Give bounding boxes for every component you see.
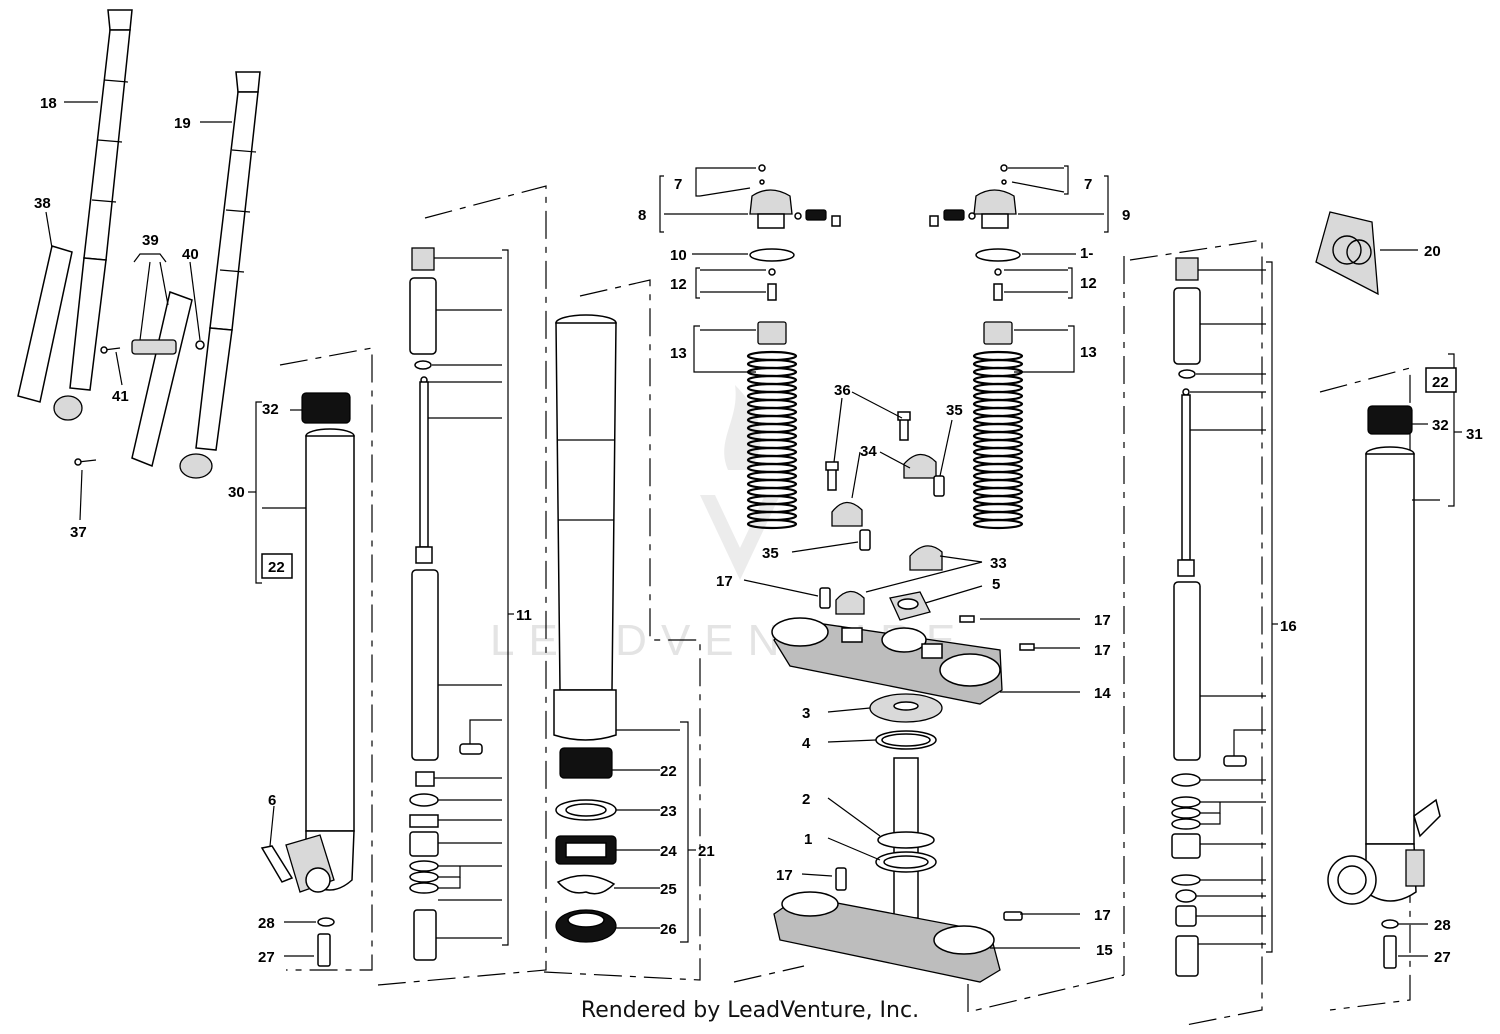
callout-19: 19 (174, 115, 191, 132)
callout-20: 20 (1424, 243, 1441, 260)
callout-24: 24 (660, 843, 677, 860)
callout-21: 21 (698, 843, 715, 860)
callout-41: 41 (112, 388, 129, 405)
bottom-triple-clamp-15 (773, 757, 1080, 983)
callout-7-left: 7 (674, 176, 682, 193)
callout-28-right: 28 (1434, 917, 1451, 934)
callout-17-d: 17 (776, 867, 793, 884)
callout-34: 34 (860, 443, 877, 460)
callout-31: 31 (1466, 426, 1483, 443)
callout-38: 38 (34, 195, 51, 212)
callout-35-mid: 35 (762, 545, 779, 562)
fork-guard-39 (131, 291, 193, 468)
decal-20 (1315, 211, 1418, 296)
leaders-14 (980, 618, 1080, 693)
callout-13-left: 13 (670, 345, 687, 362)
callout-37: 37 (70, 524, 87, 541)
callout-4: 4 (802, 735, 811, 752)
callout-15: 15 (1096, 942, 1113, 959)
callout-13-right: 13 (1080, 344, 1097, 361)
callout-33: 33 (990, 555, 1007, 572)
dashed-box-16 (1129, 239, 1263, 1026)
callout-25: 25 (660, 881, 677, 898)
dashed-box-center (733, 256, 1125, 1013)
fork-leg-19 (179, 71, 261, 479)
small-hardware-top-left (74, 340, 205, 466)
leaders-16 (1190, 261, 1278, 953)
fork-cap-left (749, 164, 841, 345)
callout-17-c: 17 (1094, 642, 1111, 659)
callout-18: 18 (40, 95, 57, 112)
fork-cap-right (929, 164, 1021, 345)
callout-22-center: 22 (660, 763, 677, 780)
callout-27-right: 27 (1434, 949, 1451, 966)
callout-32-left: 32 (262, 401, 279, 418)
callout-5: 5 (992, 576, 1000, 593)
callout-22-left-box: 22 (268, 559, 285, 576)
leaders-caps (659, 165, 1109, 373)
callout-11: 11 (516, 607, 532, 624)
dashed-box-21 (543, 279, 701, 981)
callout-3: 3 (802, 705, 810, 722)
leaders-21 (612, 721, 696, 943)
callout-17-b: 17 (1094, 612, 1111, 629)
callout-30: 30 (228, 484, 245, 501)
callout-32-right: 32 (1432, 417, 1449, 434)
callout-40: 40 (182, 246, 199, 263)
stem-bearing-parts (827, 693, 943, 750)
callout-1: 1 (804, 831, 812, 848)
callout-14: 14 (1094, 685, 1111, 702)
callout-35-top: 35 (946, 402, 963, 419)
callout-labels: 18 19 38 39 40 41 37 32 30 22 6 28 27 11… (34, 95, 1483, 966)
callout-16: 16 (1280, 618, 1297, 635)
callout-12-left: 12 (670, 276, 687, 293)
footer-credit: Rendered by LeadVenture, Inc. (580, 998, 920, 1023)
callout-6: 6 (268, 792, 276, 809)
callout-26: 26 (660, 921, 677, 938)
fork-guard-38 (17, 245, 73, 403)
spring-left (746, 350, 798, 530)
leaders-top-left (45, 101, 232, 521)
callout-10: 10 (670, 247, 687, 264)
bracket-31 (1412, 353, 1462, 507)
outer-tube-31 (1327, 405, 1441, 905)
cartridge-11 (409, 247, 483, 961)
inner-tube-21 (553, 314, 617, 943)
dashed-box-30 (279, 347, 373, 971)
callout-7-right: 7 (1084, 176, 1092, 193)
callout-27-left: 27 (258, 949, 275, 966)
callout-17-e: 17 (1094, 907, 1111, 924)
callout-2: 2 (802, 791, 810, 808)
callout-8: 8 (638, 207, 646, 224)
callout-17-a: 17 (716, 573, 733, 590)
leaders-11 (428, 249, 514, 946)
cartridge-16 (1171, 257, 1247, 977)
bracket-30 (248, 401, 306, 584)
callout-23: 23 (660, 803, 677, 820)
callout-9: 9 (1122, 207, 1130, 224)
dashed-box-11 (377, 185, 547, 986)
handlebar-clamps (743, 391, 983, 615)
outer-tube-30 (260, 392, 355, 893)
callout-36: 36 (834, 382, 851, 399)
spring-right (972, 350, 1024, 530)
callout-22-right-box: 22 (1432, 374, 1449, 391)
callout-12-right: 12 (1080, 275, 1097, 292)
callout-39: 39 (142, 232, 159, 249)
callout-28-left: 28 (258, 915, 275, 932)
callout-1-partial: 1- (1080, 245, 1093, 262)
top-triple-clamp-14 (771, 591, 1035, 705)
fork-leg-18 (53, 9, 133, 421)
